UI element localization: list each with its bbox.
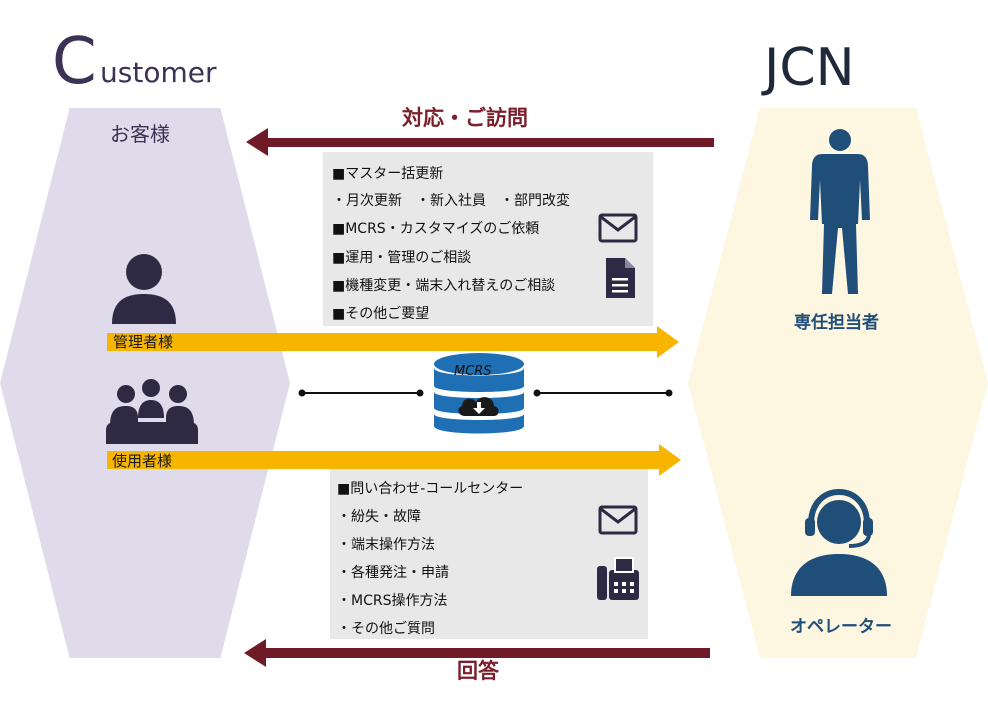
upper-line-6: ■その他ご要望: [332, 306, 430, 322]
database-cloud-icon: [432, 352, 526, 438]
rep-label: 専任担当者: [794, 313, 879, 333]
top-arrow-label: 対応・ご訪問: [402, 106, 528, 130]
connector-left: [298, 388, 424, 398]
fax-icon: [595, 556, 641, 602]
admin-label: 管理者様: [113, 333, 174, 351]
upper-line-5: ■機種変更・端末入れ替えのご相談: [332, 278, 556, 294]
lower-line-3: ・端末操作方法: [337, 537, 435, 553]
customer-title-rest: ustomer: [100, 56, 217, 89]
bottom-arrow: [244, 638, 710, 668]
okyaku-label: お客様: [110, 122, 170, 146]
headset-operator-icon: [787, 488, 891, 598]
person-icon: [106, 252, 186, 332]
user-label: 使用者様: [112, 452, 173, 470]
jcn-title: JCN: [764, 38, 855, 98]
businessman-icon: [806, 128, 874, 298]
top-arrow: [246, 126, 714, 158]
connector-right: [533, 388, 673, 398]
user-arrow: [107, 444, 681, 476]
bottom-arrow-label: 回答: [457, 659, 499, 683]
lower-line-1: ■問い合わせ-コールセンター: [337, 481, 524, 497]
lower-line-4: ・各種発注・申請: [337, 565, 449, 581]
customer-title-initial: C: [52, 25, 97, 99]
upper-request-box: [323, 152, 653, 326]
mail-icon-lower: [598, 505, 638, 535]
lower-line-2: ・紛失・故障: [337, 509, 421, 525]
upper-line-1: ■マスター括更新: [332, 166, 444, 182]
admin-arrow: [107, 326, 679, 358]
lower-line-6: ・その他ご質問: [337, 621, 435, 637]
upper-line-4: ■運用・管理のご相談: [332, 250, 472, 266]
mail-icon: [598, 213, 638, 243]
mcrs-label: MCRS: [454, 364, 492, 379]
lower-inquiry-box: [330, 469, 648, 639]
upper-line-3: ■MCRS・カスタマイズのご依頼: [332, 221, 540, 237]
operator-label: オペレーター: [790, 617, 892, 637]
document-icon: [603, 256, 637, 300]
lower-line-5: ・MCRS操作方法: [337, 593, 448, 609]
upper-line-2: ・月次更新 ・新入社員 ・部門改変: [332, 193, 570, 209]
group-icon: [104, 378, 200, 448]
